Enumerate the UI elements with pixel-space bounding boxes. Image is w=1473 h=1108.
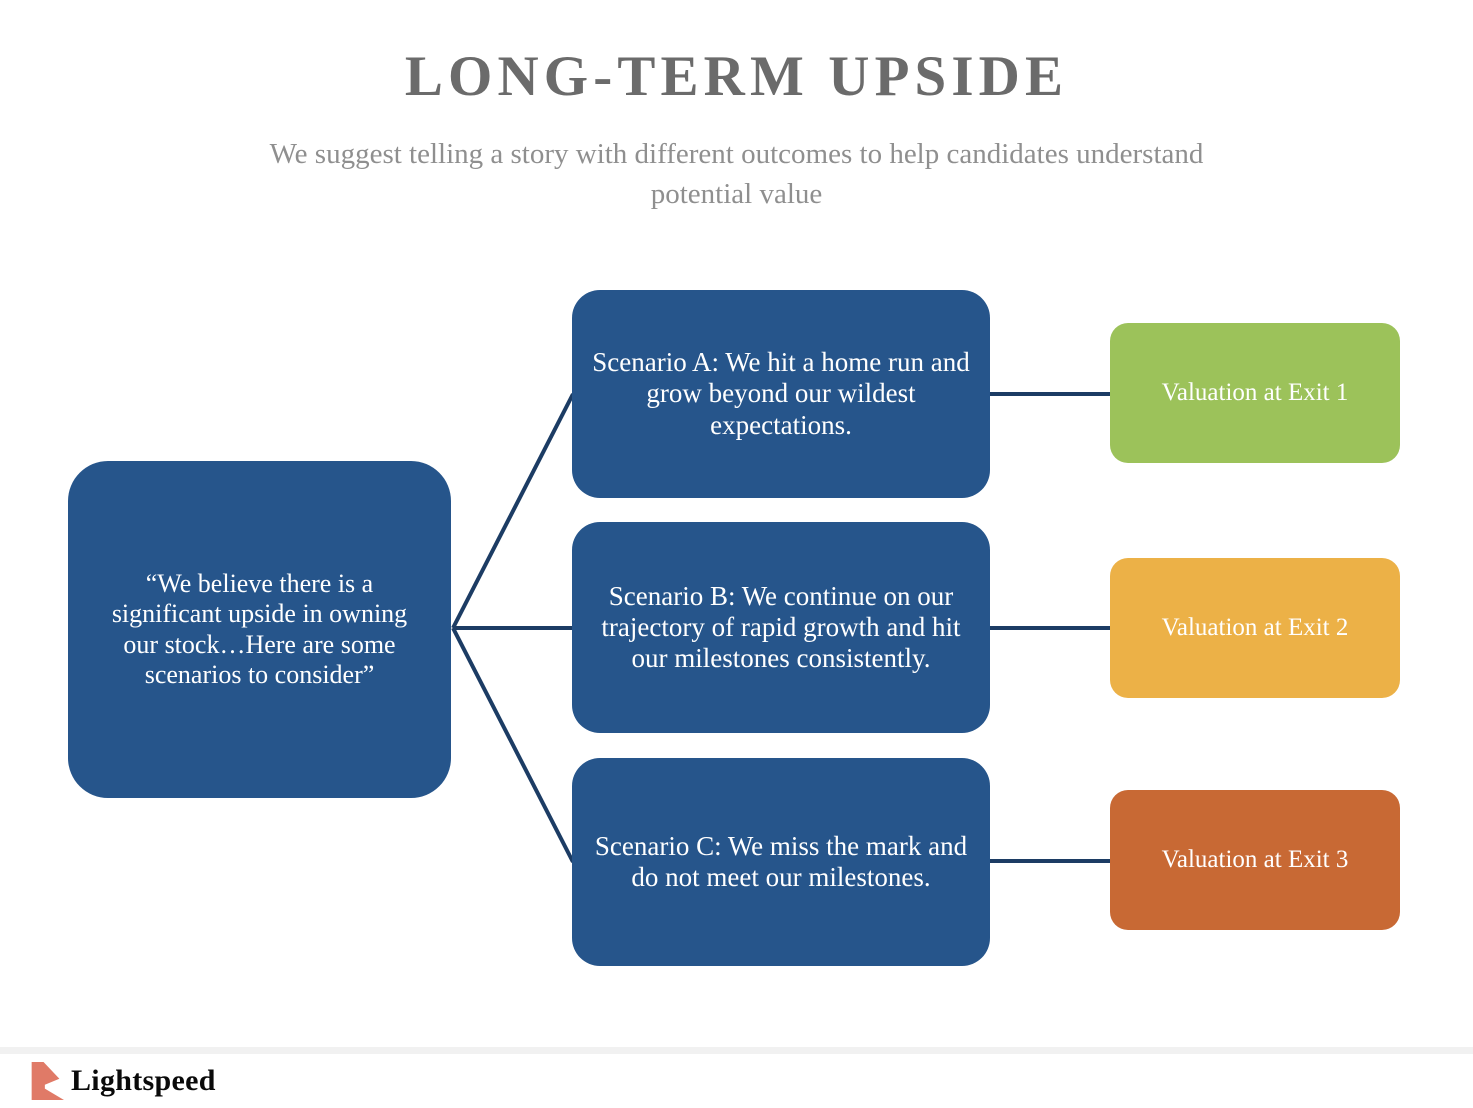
- page-title: LONG-TERM UPSIDE: [404, 45, 1069, 108]
- connector-quote-to-scenario-a: [451, 393, 575, 629]
- lightspeed-logo-icon: [31, 1062, 64, 1100]
- quote-box: “We believe there is a significant upsid…: [68, 461, 451, 798]
- valuation-3-box: Valuation at Exit 3: [1110, 790, 1400, 930]
- valuation-3-label: Valuation at Exit 3: [1161, 846, 1349, 873]
- scenario-a-box: Scenario A: We hit a home run and grow b…: [572, 290, 990, 498]
- valuation-1-box: Valuation at Exit 1: [1110, 323, 1400, 463]
- valuation-1-label: Valuation at Exit 1: [1161, 379, 1349, 406]
- valuation-2-label: Valuation at Exit 2: [1161, 614, 1349, 641]
- scenario-c-box: Scenario C: We miss the mark and do not …: [572, 758, 990, 966]
- valuation-2-box: Valuation at Exit 2: [1110, 558, 1400, 698]
- connector-quote-to-scenario-c: [451, 627, 575, 863]
- quote-text: “We believe there is a significant upsid…: [111, 569, 408, 689]
- scenario-b-text: Scenario B: We continue on our trajector…: [601, 580, 961, 674]
- footer-logo: Lightspeed: [31, 1062, 216, 1100]
- scenario-b-box: Scenario B: We continue on our trajector…: [572, 522, 990, 733]
- page-subtitle: We suggest telling a story with differen…: [269, 138, 1204, 211]
- lightspeed-logo-text: Lightspeed: [71, 1064, 216, 1097]
- scenario-a-text: Scenario A: We hit a home run and grow b…: [592, 347, 970, 440]
- footer-divider: [0, 1047, 1473, 1054]
- scenario-c-text: Scenario C: We miss the mark and do not …: [594, 830, 968, 892]
